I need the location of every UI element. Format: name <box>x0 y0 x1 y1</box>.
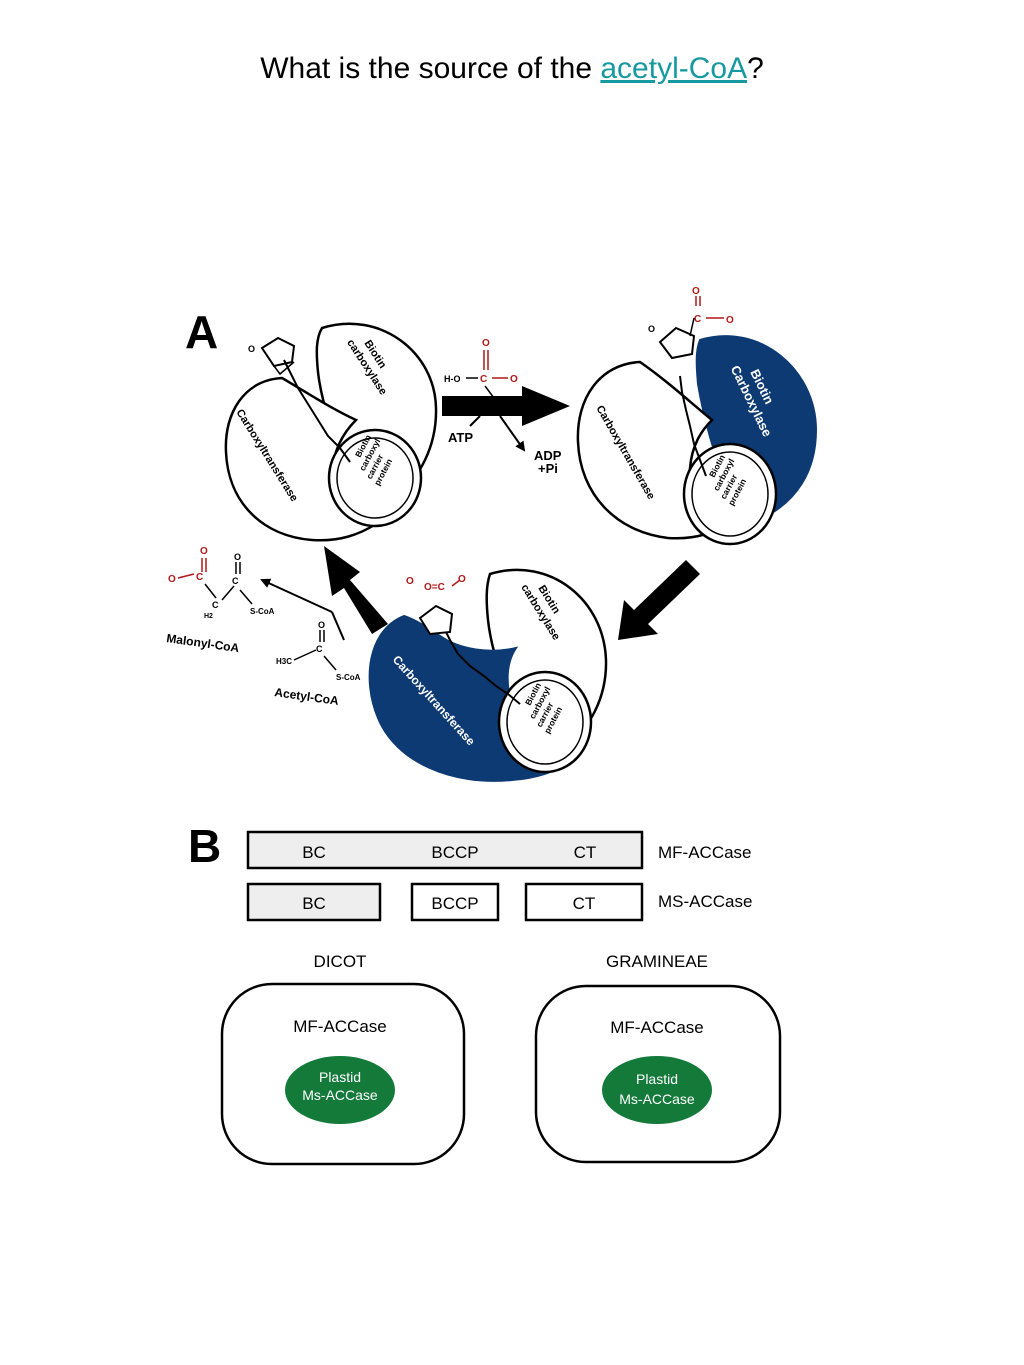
svg-text:O: O <box>726 315 734 326</box>
ms-ct-box <box>524 882 644 922</box>
s-coa-malonyl: S-CoA <box>250 607 275 616</box>
bccp-shape-3 <box>497 670 593 774</box>
mf-domain-bccp: BCCP <box>431 843 478 862</box>
svg-text:O: O <box>406 576 414 587</box>
ms-accase-subunits: BC BCCP CT MS-ACCase <box>246 882 752 922</box>
biotin-ring <box>260 336 296 368</box>
gramineae-plastid-line2: Ms-ACCase <box>619 1091 695 1107</box>
svg-text:C: C <box>232 576 239 586</box>
ms-domain-ct: CT <box>573 894 596 913</box>
dicot-cell: DICOT MF-ACCase Plastid Ms-ACCase <box>220 952 466 1166</box>
complex-carboxylated: C O O O Biotin Carboxylase Carboxyltrans… <box>576 286 818 546</box>
svg-text:O: O <box>168 574 176 585</box>
carboxylation-step: H-O C O O ATP ADP +Pi <box>442 338 570 476</box>
gramineae-cell: GRAMINEAE MF-ACCase Plastid Ms-ACCase <box>534 952 782 1164</box>
h3c-label: H3C <box>276 657 292 666</box>
gramineae-cytosol-label: MF-ACCase <box>610 1018 704 1037</box>
dicot-cytosol-label: MF-ACCase <box>293 1017 387 1036</box>
complex-transfer: O=C O O Biotin carboxylase Carboxyltrans… <box>368 568 608 782</box>
svg-text:O: O <box>200 546 208 557</box>
ms-bccp-box <box>410 882 500 922</box>
panel-b-label: B <box>188 820 221 872</box>
mf-domain-ct: CT <box>574 843 597 862</box>
title-prefix: What is the source of the <box>260 52 601 85</box>
svg-text:O: O <box>648 324 655 334</box>
gramineae-label: GRAMINEAE <box>606 952 708 971</box>
forward-arrow-2 <box>618 560 700 640</box>
ms-domain-bc: BC <box>302 894 326 913</box>
mf-accase-name: MF-ACCase <box>658 843 752 862</box>
ms-domain-bccp: BCCP <box>431 894 478 913</box>
s-coa-acetyl: S-CoA <box>336 673 361 682</box>
complex-resting: O Biotin carboxylase Carboxyltransferase… <box>224 322 438 542</box>
svg-text:C: C <box>694 314 701 325</box>
bccp-shape <box>327 428 423 528</box>
ms-accase-name: MS-ACCase <box>658 892 752 911</box>
dicot-plastid <box>285 1056 395 1124</box>
slide-title: What is the source of the acetyl-CoA? <box>0 52 1024 86</box>
mf-accase-bar: BC BCCP CT MF-ACCase <box>246 830 752 870</box>
svg-text:C: C <box>480 374 487 385</box>
bccp-shape-2 <box>682 442 778 546</box>
gramineae-plastid <box>602 1056 712 1124</box>
h2-label: H2 <box>204 613 213 620</box>
svg-text:O: O <box>318 620 325 630</box>
svg-text:O: O <box>510 374 518 385</box>
ms-bc-box <box>246 882 382 922</box>
svg-text:C: C <box>212 600 219 610</box>
svg-text:O: O <box>692 286 700 297</box>
adp-label: ADP <box>534 448 562 463</box>
svg-text:O: O <box>458 574 466 585</box>
panel-a-label: A <box>185 306 218 358</box>
acetyl-coa-link[interactable]: acetyl-CoA <box>600 52 748 85</box>
title-suffix: ? <box>747 52 764 85</box>
svg-text:C: C <box>316 644 323 654</box>
biotin-tether <box>283 359 351 463</box>
mf-accase-box <box>246 830 644 870</box>
dicot-plastid-line2: Ms-ACCase <box>302 1087 378 1103</box>
svg-text:C: C <box>196 572 203 583</box>
forward-arrow-1 <box>442 386 570 426</box>
acetyl-coa-label: Acetyl-CoA <box>274 685 340 708</box>
atp-label: ATP <box>448 430 473 445</box>
forward-arrow-3 <box>324 546 388 634</box>
carboxyltransferase-shape <box>224 376 380 542</box>
gramineae-plastid-line1: Plastid <box>636 1071 678 1087</box>
mf-domain-bc: BC <box>302 843 326 862</box>
pi-label: +Pi <box>538 461 558 476</box>
svg-text:O: O <box>248 344 255 354</box>
dicot-plastid-line1: Plastid <box>319 1069 361 1085</box>
svg-text:O=C: O=C <box>424 582 445 593</box>
svg-text:H-O: H-O <box>444 374 461 384</box>
svg-text:O: O <box>482 338 490 349</box>
dicot-label: DICOT <box>314 952 367 971</box>
malonyl-coa-label: Malonyl-CoA <box>166 631 241 655</box>
svg-text:O: O <box>234 552 241 562</box>
